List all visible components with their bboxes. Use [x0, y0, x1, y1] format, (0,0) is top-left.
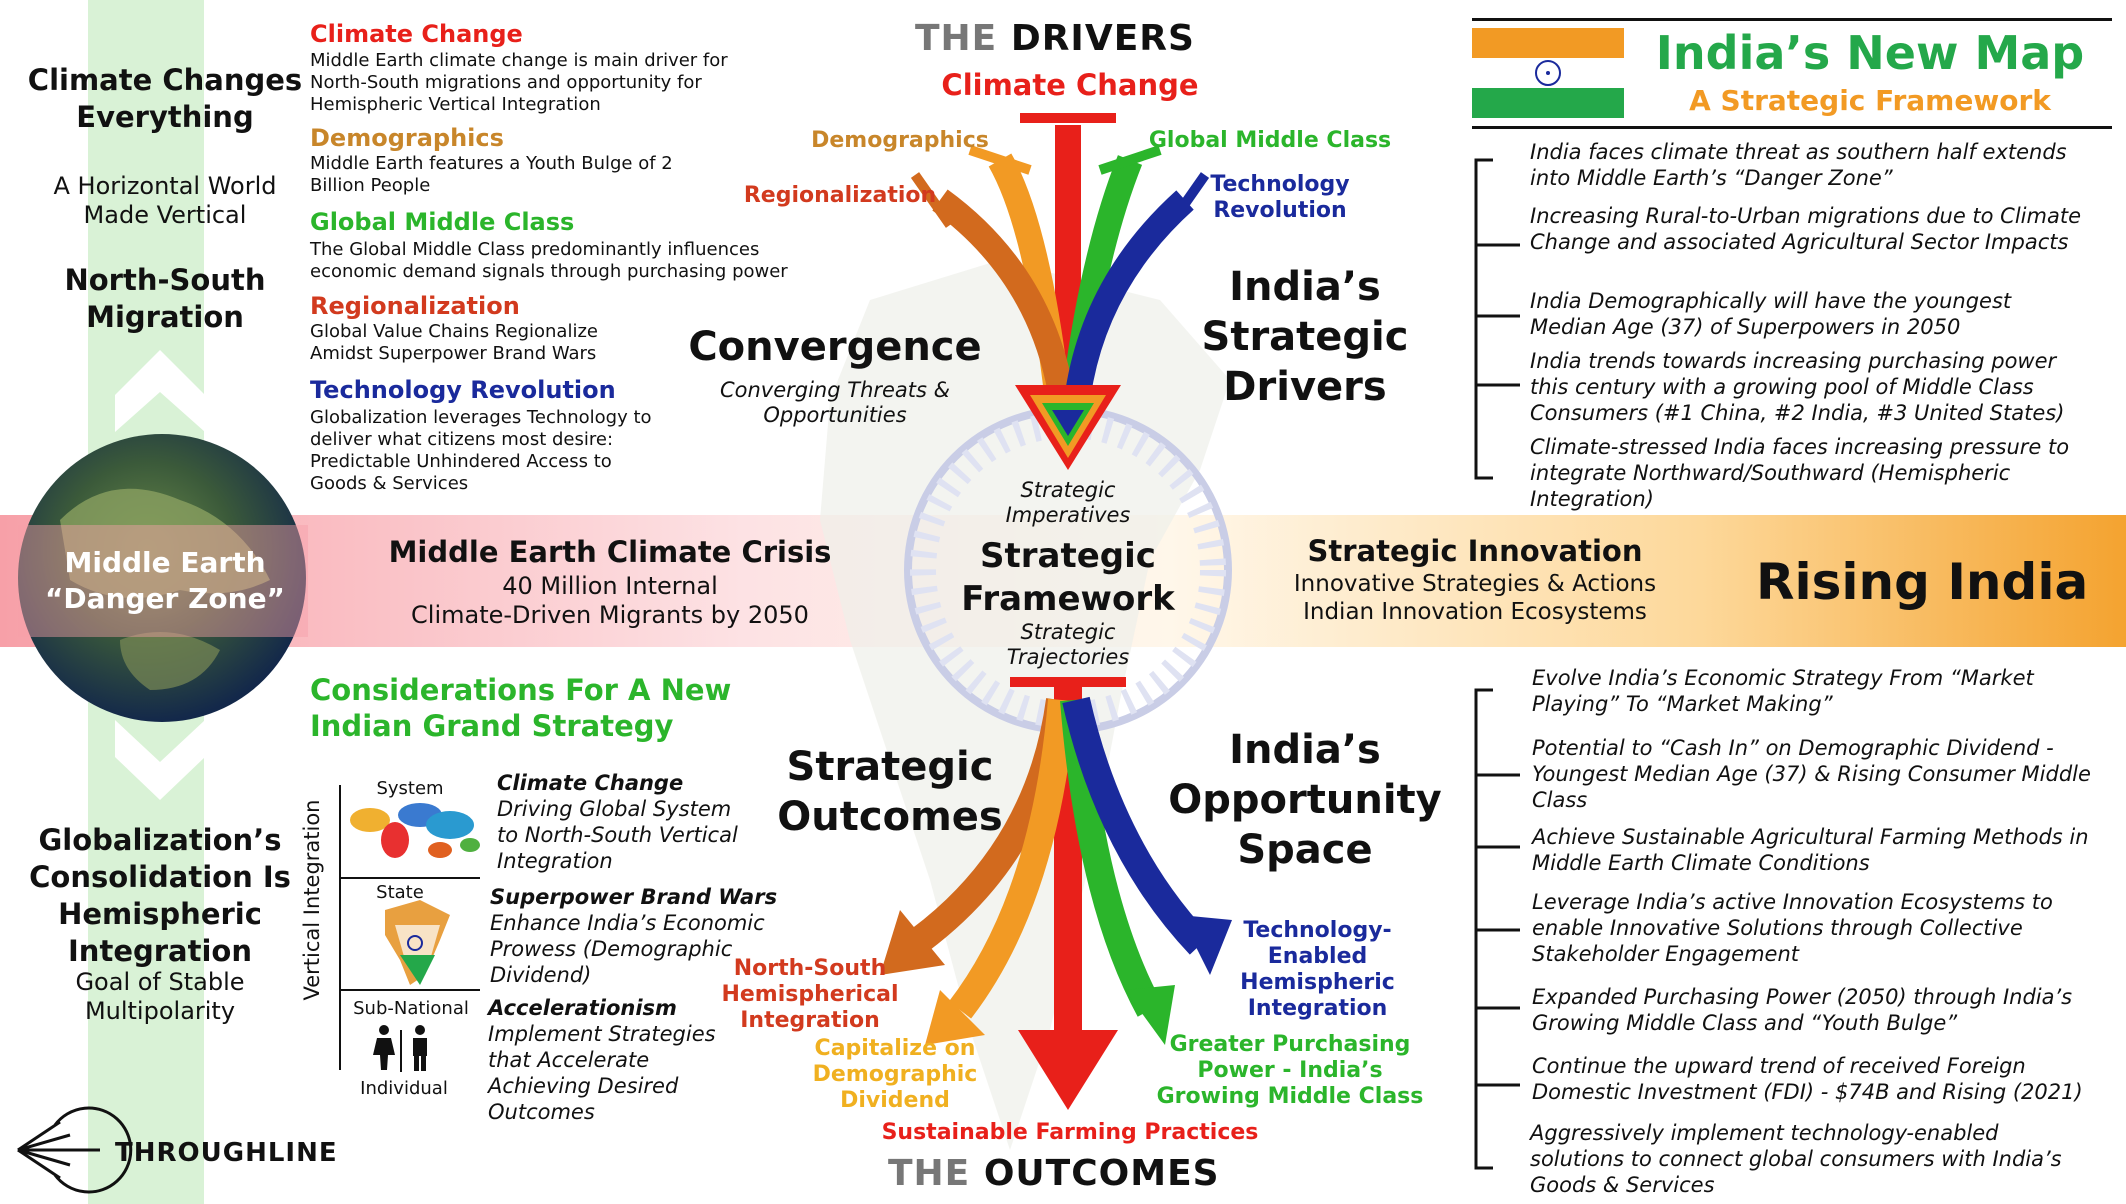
throughline-logo-icon [17, 1106, 133, 1194]
arrow-label-demographics: Demographics [811, 128, 989, 153]
strategic-outcomes-title: Strategic Outcomes [777, 744, 1003, 840]
header-subtitle: A Strategic Framework [1689, 84, 2051, 117]
arrow-label-climate: Climate Change [941, 68, 1199, 102]
right-top-item-3: India Demographically will have the youn… [1530, 289, 2012, 339]
left-migration: North-South Migration [64, 263, 266, 334]
convergence-title: Convergence [688, 324, 982, 370]
left-climate-title: Climate Changes Everything [27, 63, 303, 134]
people-icon [373, 1025, 427, 1072]
outcome-label-purchasing: Greater Purchasing Power - India’s Growi… [1156, 1032, 1424, 1109]
right-bottom-item-3: Achieve Sustainable Agricultural Farming… [1532, 825, 2089, 875]
strategic-imperatives: Strategic Imperatives [1005, 478, 1131, 527]
right-bottom-item-4: Leverage India’s active Innovation Ecosy… [1532, 890, 2053, 966]
right-bottom-item-5: Expanded Purchasing Power (2050) through… [1532, 985, 2073, 1035]
innovation-title: Strategic Innovation [1307, 534, 1643, 568]
header-title: India’s New Map [1655, 26, 2085, 80]
opportunity-space-title: India’s Opportunity Space [1168, 727, 1442, 873]
outcome-label-demographic: Capitalize on Demographic Dividend [812, 1036, 978, 1113]
right-bottom-item-1: Evolve India’s Economic Strategy From “M… [1532, 666, 2034, 716]
level-subnational: Sub-National [353, 998, 469, 1019]
strategic-trajectories: Strategic Trajectories [1006, 620, 1130, 669]
right-bottom-item-6: Continue the upward trend of received Fo… [1532, 1054, 2083, 1104]
left-climate-sub: A Horizontal World Made Vertical [53, 172, 277, 229]
driver-desc-gmc: The Global Middle Class predominantly in… [310, 239, 788, 282]
crisis-title: Middle Earth Climate Crisis [388, 535, 832, 569]
convergence-sub: Converging Threats & Opportunities [719, 378, 951, 427]
left-goal: Goal of Stable Multipolarity [75, 968, 245, 1025]
strategic-drivers-title: India’s Strategic Drivers [1201, 264, 1409, 410]
driver-title-technology: Technology Revolution [310, 376, 616, 404]
crisis-sub2: Climate-Driven Migrants by 2050 [411, 601, 809, 629]
driver-desc-climate: Middle Earth climate change is main driv… [310, 50, 728, 115]
india-map-image [385, 900, 450, 985]
driver-desc-technology: Globalization leverages Technology to de… [310, 407, 652, 494]
driver-title-gmc: Global Middle Class [310, 208, 575, 236]
crisis-sub1: 40 Million Internal [502, 572, 718, 600]
considerations-title: Considerations For A New Indian Grand St… [310, 673, 732, 743]
level-system: System [376, 778, 444, 799]
level-state: State [376, 882, 424, 903]
outcome-label-north-south: North-South Hemispherical Integration [721, 956, 899, 1033]
right-top-item-4: India trends towards increasing purchasi… [1530, 349, 2065, 425]
driver-title-climate: Climate Change [310, 20, 523, 48]
flag-saffron [1472, 28, 1624, 58]
left-globalization: Globalization’s Consolidation Is Hemisph… [29, 823, 291, 968]
driver-desc-regionalization: Global Value Chains Regionalize Amidst S… [310, 321, 598, 364]
right-top-item-5: Climate-stressed India faces increasing … [1530, 435, 2070, 511]
the-drivers-heading: THE DRIVERS [915, 18, 1195, 59]
driver-desc-demographics: Middle Earth features a Youth Bulge of 2… [310, 153, 673, 196]
right-bottom-item-7: Aggressively implement technology-enable… [1530, 1121, 2062, 1197]
right-bottom-item-2: Potential to “Cash In” on Demographic Di… [1532, 736, 2091, 812]
innovation-sub2: Indian Innovation Ecosystems [1303, 599, 1647, 625]
innovation-sub1: Innovative Strategies & Actions [1293, 571, 1657, 597]
vertical-integration-axis: Vertical Integration [300, 799, 324, 1001]
throughline-logo-text: THROUGHLINE [115, 1138, 338, 1168]
arrow-label-technology: Technology Revolution [1210, 172, 1350, 223]
outcome-label-tech: Technology-Enabled Hemispheric Integrati… [1240, 918, 1395, 1021]
down-chevron [115, 720, 205, 800]
right-top-item-1: India faces climate threat as southern h… [1530, 140, 2067, 190]
arrow-label-gmc: Global Middle Class [1148, 128, 1392, 153]
arrow-label-regionalization: Regionalization [743, 183, 937, 208]
right-top-item-2: Increasing Rural-to-Urban migrations due… [1530, 204, 2081, 254]
rising-india: Rising India [1756, 553, 2089, 611]
strategic-framework-title: Strategic Framework [961, 536, 1175, 619]
outcome-label-farming: Sustainable Farming Practices [881, 1120, 1259, 1145]
the-outcomes-heading: THE OUTCOMES [888, 1153, 1220, 1194]
driver-title-regionalization: Regionalization [310, 292, 520, 320]
danger-zone-label: Middle Earth “Danger Zone” [45, 546, 285, 615]
level-individual: Individual [360, 1078, 448, 1099]
driver-title-demographics: Demographics [310, 124, 504, 152]
up-chevron [115, 350, 205, 432]
world-map-image [350, 803, 480, 858]
